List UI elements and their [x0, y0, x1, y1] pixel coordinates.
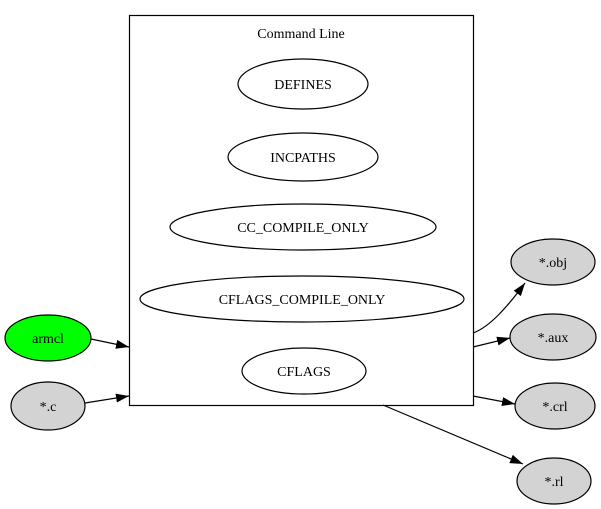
node-c-files-label: *.c: [40, 400, 57, 415]
node-aux-files-label: *.aux: [538, 331, 569, 346]
node-rl-files-shape: [516, 457, 592, 505]
node-crl-files-label: *.crl: [542, 400, 567, 415]
node-aux-files-shape: [509, 313, 597, 361]
node-cflags-compile-only: CFLAGS_COMPILE_ONLY: [139, 275, 465, 323]
node-cc-compile-only-shape: [169, 203, 437, 251]
edge-c-to-cluster: [84, 393, 130, 404]
node-armcl: armcl: [4, 314, 92, 362]
edge-armcl-to-cluster: [90, 338, 130, 349]
node-cflags-compile-only-label: CFLAGS_COMPILE_ONLY: [219, 293, 386, 308]
node-cflags-label: CFLAGS: [277, 365, 331, 380]
edge-cluster-to-rl: [382, 404, 524, 465]
node-armcl-shape: [4, 314, 92, 362]
node-defines-shape: [237, 58, 369, 110]
node-incpaths-label: INCPATHS: [270, 151, 336, 166]
node-cc-compile-only-label: CC_COMPILE_ONLY: [237, 221, 369, 236]
edge-cluster-to-aux: [472, 336, 511, 348]
node-incpaths-shape: [227, 132, 379, 182]
node-rl-files-label: *.rl: [544, 475, 563, 490]
cluster-command-line-title: Command Line: [257, 27, 345, 42]
node-rl-files: *.rl: [516, 457, 592, 505]
node-incpaths: INCPATHS: [227, 132, 379, 182]
node-cflags-shape: [241, 347, 367, 395]
node-c-files: *.c: [10, 381, 86, 431]
node-aux-files: *.aux: [509, 313, 597, 361]
node-cc-compile-only: CC_COMPILE_ONLY: [169, 203, 437, 251]
node-cflags: CFLAGS: [241, 347, 367, 395]
node-crl-files-shape: [514, 382, 596, 430]
node-obj-files-label: *.obj: [539, 256, 567, 271]
node-defines-label: DEFINES: [274, 78, 332, 93]
edge-cluster-to-obj: [472, 282, 526, 334]
node-crl-files: *.crl: [514, 382, 596, 430]
node-c-files-shape: [10, 381, 86, 431]
node-obj-files-shape: [510, 238, 596, 286]
node-obj-files: *.obj: [510, 238, 596, 286]
cluster-command-line-box: [128, 14, 475, 407]
node-defines: DEFINES: [237, 58, 369, 110]
node-armcl-label: armcl: [32, 332, 64, 347]
node-cflags-compile-only-shape: [139, 275, 465, 323]
edge-cluster-to-crl: [472, 395, 516, 406]
